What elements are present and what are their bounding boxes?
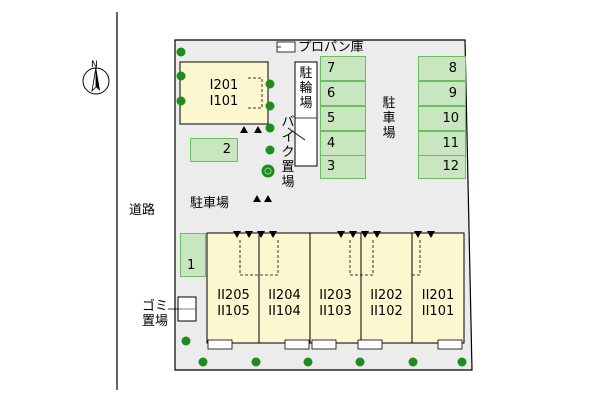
parking-label-center: 駐車場 <box>190 196 230 211</box>
bicycle-parking <box>294 61 318 167</box>
north-arrow <box>82 66 110 95</box>
parking-space: 7 <box>320 56 366 81</box>
parking-space: 6 <box>320 81 366 106</box>
unit-II203: II203 <box>319 288 352 303</box>
building-two <box>206 232 465 344</box>
building-one <box>179 61 269 125</box>
unit-II101: II101 <box>421 304 455 319</box>
parking-space: 8 <box>418 56 466 81</box>
unit-II102: II102 <box>370 304 403 319</box>
road-label: 道路 <box>129 203 156 218</box>
parking-space: 11 <box>418 131 466 156</box>
entrance-markers <box>233 126 435 238</box>
parking-label-right: 駐車場 <box>382 96 396 141</box>
parking-space: 9 <box>418 81 466 106</box>
north-label: N <box>91 60 98 70</box>
unit-I101: I101 <box>209 94 239 109</box>
unit-II202: II202 <box>370 288 403 303</box>
propane-label: プロパン庫 <box>298 40 364 55</box>
bicycle-parking-label: 駐輪場 <box>299 66 313 111</box>
parking-space: 10 <box>418 106 466 131</box>
unit-I201: I201 <box>209 78 239 93</box>
unit-II104: II104 <box>268 304 301 319</box>
parking-space: 5 <box>320 106 366 131</box>
parking-space: 12 <box>418 155 466 179</box>
unit-II201: II201 <box>421 288 455 303</box>
unit-II204: II204 <box>268 288 301 303</box>
bike-parking-label: バイク置場 <box>281 115 295 190</box>
unit-II103: II103 <box>319 304 352 319</box>
unit-II205: II205 <box>217 288 250 303</box>
parking-space: 2 <box>190 138 238 162</box>
garbage-label: ゴミ置場 <box>141 299 168 329</box>
unit-II105: II105 <box>217 304 250 319</box>
parking-space: 1 <box>180 233 206 277</box>
parking-space: 3 <box>320 155 366 179</box>
trees <box>176 47 467 367</box>
parking-space: 4 <box>320 131 366 156</box>
